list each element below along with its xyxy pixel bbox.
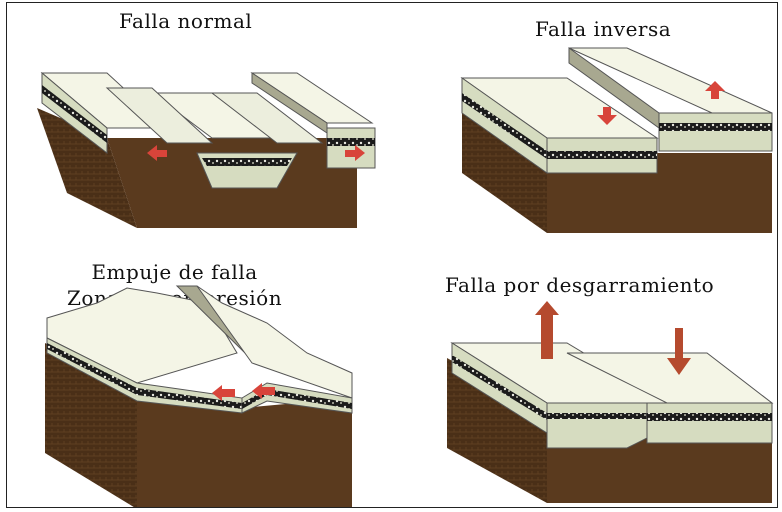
inversa-arrow-up (705, 81, 725, 99)
block-falla-normal (37, 71, 376, 228)
inversa-left-front-pebble (547, 151, 657, 159)
normal-mid-top2 (210, 92, 324, 144)
normal-arrow-left (147, 145, 167, 161)
desg-left-front-pebble (547, 413, 667, 419)
inversa-right-front (658, 112, 773, 152)
normal-base-side (37, 108, 137, 228)
normal-right-pebble (327, 138, 375, 146)
desg-right-front (646, 402, 773, 444)
desg-base-side (447, 358, 547, 503)
inversa-left-pebble (462, 93, 547, 159)
empuje-left-pebble (47, 343, 242, 409)
title-falla-normal: Falla normal (119, 9, 253, 33)
normal-graben-pebble (202, 158, 292, 166)
empuje-base-front (137, 393, 352, 507)
title-empuje-line1: Empuje de falla (91, 260, 258, 284)
block-desgarramiento (447, 301, 774, 503)
fault-diagrams (37, 47, 774, 507)
desg-arrow-right (667, 328, 691, 375)
title-falla-inversa: Falla inversa (535, 17, 672, 41)
normal-right-front (326, 127, 376, 169)
figure-frame: Falla normal Falla inversa Empuje de fal… (6, 2, 778, 508)
block-falla-inversa (460, 47, 773, 233)
block-empuje (45, 285, 353, 507)
inversa-arrow-down (597, 107, 617, 125)
desg-arrow-left (535, 301, 559, 359)
desg-left-pebble (452, 355, 547, 420)
empuje-arrow-right (252, 383, 275, 399)
normal-arrow-right (345, 145, 365, 161)
normal-left-pebble (42, 85, 107, 143)
desg-right-pebble (647, 413, 772, 421)
empuje-right-top (196, 285, 353, 399)
title-falla-desgarramiento: Falla por desgarramiento (445, 273, 715, 297)
inversa-right-pebble (659, 123, 772, 131)
empuje-arrow-left (212, 385, 235, 401)
normal-mid-top (105, 87, 214, 144)
